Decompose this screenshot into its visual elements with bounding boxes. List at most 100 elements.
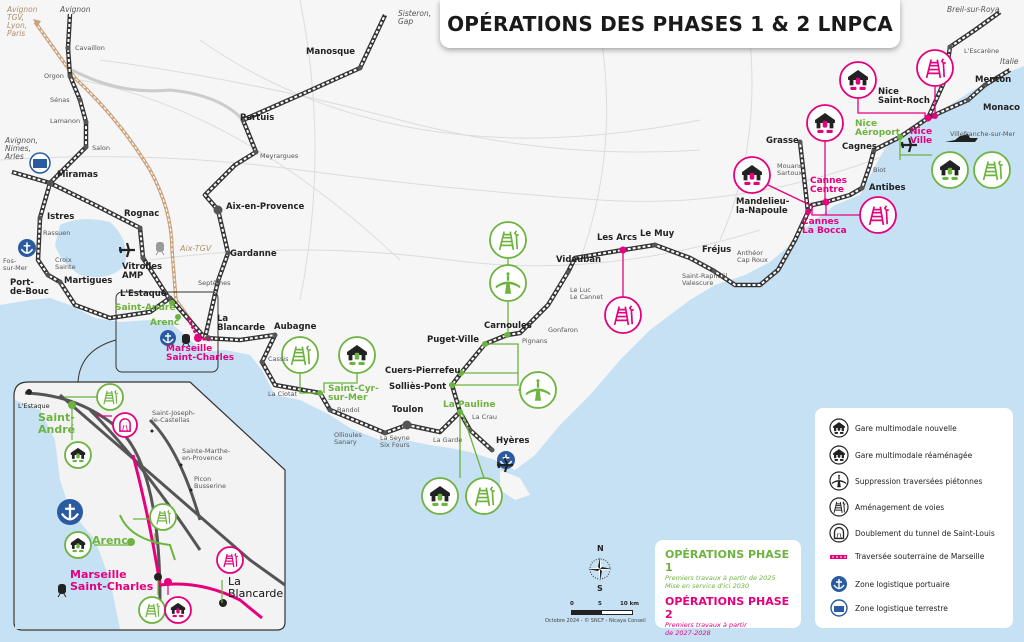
station-dot[interactable]	[797, 139, 803, 145]
station-dot[interactable]	[253, 149, 259, 155]
track-works-icon[interactable]	[916, 49, 954, 87]
station-dot[interactable]	[225, 250, 231, 256]
station-label: Lamanon	[50, 117, 81, 125]
station-dot[interactable]	[565, 269, 571, 275]
track-works-icon[interactable]	[973, 151, 1011, 189]
station-label: La Blancarde	[217, 314, 265, 333]
station-label: Saint-Cyr- sur-Mer	[328, 384, 379, 404]
station-dot[interactable]	[83, 119, 89, 125]
multimodal-station-icon[interactable]	[164, 596, 192, 624]
station-label: Menton	[975, 75, 1012, 85]
station-dot[interactable]	[167, 295, 173, 301]
station-dot[interactable]	[47, 180, 53, 186]
multimodal-station-icon[interactable]	[338, 336, 376, 374]
station-dot[interactable]	[175, 314, 181, 320]
destination-label: Breil-sur-Roya	[947, 5, 1000, 14]
station-label: Aubagne	[274, 322, 317, 332]
station-dot[interactable]	[947, 44, 953, 50]
port-logistics-anchor-icon[interactable]	[18, 239, 36, 257]
station-dot[interactable]	[140, 255, 146, 261]
station-dot[interactable]	[83, 144, 89, 150]
station-dot[interactable]	[57, 279, 63, 285]
legend-item: Zone logistique portuaire	[829, 574, 950, 594]
station-dot[interactable]	[965, 97, 971, 103]
multimodal-station-icon[interactable]	[421, 477, 459, 515]
station-dot[interactable]	[65, 45, 71, 51]
compass-south: S	[597, 584, 603, 593]
legend-item: Traversée souterraine de Marseille	[829, 552, 984, 561]
scale-bar	[571, 610, 633, 615]
track-works-icon[interactable]	[281, 336, 319, 374]
station-label: Croix Sainte	[55, 256, 76, 271]
renovated-multimodal-station-icon	[829, 445, 849, 465]
track-works-icon[interactable]	[489, 221, 527, 259]
station-dot[interactable]	[859, 185, 865, 191]
multimodal-station-icon[interactable]	[806, 104, 844, 142]
station-label: Marseille Saint-Charles	[166, 344, 235, 364]
track-works-icon[interactable]	[465, 477, 503, 515]
marseille-zoom-frame[interactable]	[115, 291, 219, 373]
station-dot[interactable]	[259, 359, 265, 365]
station-label: Pignans	[522, 337, 548, 345]
track-works-icon[interactable]	[149, 503, 177, 531]
station-dot[interactable]	[169, 300, 175, 306]
airport-icon	[900, 137, 917, 153]
track-works-icon[interactable]	[859, 196, 897, 234]
station-dot[interactable]	[67, 73, 73, 79]
station-label: Ollioules Sanary	[334, 431, 362, 446]
station-dot[interactable]	[711, 268, 717, 274]
compass-rose-icon	[588, 557, 612, 581]
legend-item: Gare multimodale réaménagée	[829, 445, 972, 465]
port-logistics-anchor-icon[interactable]	[160, 330, 176, 346]
station-label: Picon Busserine	[194, 475, 226, 490]
land-logistics-container-icon[interactable]	[29, 152, 51, 174]
compass-north: N	[597, 544, 604, 553]
port-logistics-anchor-icon[interactable]	[57, 499, 83, 525]
multimodal-station-icon[interactable]	[64, 441, 92, 469]
station-dot[interactable]	[213, 205, 223, 215]
station-label: Mouans- Sartoux	[777, 162, 805, 177]
scale-tick-0: 0	[570, 601, 574, 607]
station-label: Saint- André	[38, 411, 76, 436]
station-dot[interactable]	[137, 225, 143, 231]
multimodal-station-icon[interactable]	[839, 61, 877, 99]
pedestrian-crossing-removal-icon[interactable]	[519, 371, 557, 409]
station-label: Cassis	[268, 355, 289, 363]
station-dot[interactable]	[402, 420, 412, 430]
station-dot[interactable]	[504, 332, 510, 338]
legend-label: Doublement du tunnel de Saint-Louis	[855, 528, 995, 538]
station-dot[interactable]	[652, 242, 658, 248]
track-works-icon[interactable]	[216, 546, 244, 574]
station-dot[interactable]	[272, 332, 278, 338]
station-dot[interactable]	[37, 215, 43, 221]
station-dot[interactable]	[77, 97, 83, 103]
station-dot[interactable]	[240, 117, 246, 123]
pedestrian-crossing-removal-icon[interactable]	[489, 264, 527, 302]
station-dot[interactable]	[45, 272, 51, 278]
station-dot[interactable]	[382, 430, 388, 436]
airport-icon	[118, 242, 135, 258]
station-dot[interactable]	[357, 65, 363, 71]
station-label: Vitrolles AMP	[122, 262, 163, 281]
multimodal-station-icon[interactable]	[733, 156, 771, 194]
multimodal-station-icon[interactable]	[931, 151, 969, 189]
rail-line	[451, 69, 1011, 413]
track-works-icon[interactable]	[138, 596, 166, 624]
legend: Gare multimodale nouvelle Gare multimoda…	[815, 408, 1013, 628]
station-label: Sainte-Marthe- en-Provence	[182, 447, 231, 462]
tunnel-icon[interactable]	[112, 412, 138, 438]
station-dot[interactable]	[489, 447, 495, 453]
legend-label: Traversée souterraine de Marseille	[855, 552, 985, 561]
multimodal-station-icon[interactable]	[64, 531, 92, 559]
station-dot[interactable]	[924, 114, 932, 122]
station-dot[interactable]	[805, 209, 811, 215]
track-works-icon[interactable]	[604, 296, 642, 334]
station-label: Arenc	[92, 534, 128, 547]
station-dot[interactable]	[982, 82, 988, 88]
station-dot[interactable]	[215, 278, 221, 284]
station-dot[interactable]	[871, 147, 877, 153]
station-dot[interactable]	[327, 407, 333, 413]
train-icon	[57, 584, 67, 598]
track-works-icon[interactable]	[96, 383, 124, 411]
